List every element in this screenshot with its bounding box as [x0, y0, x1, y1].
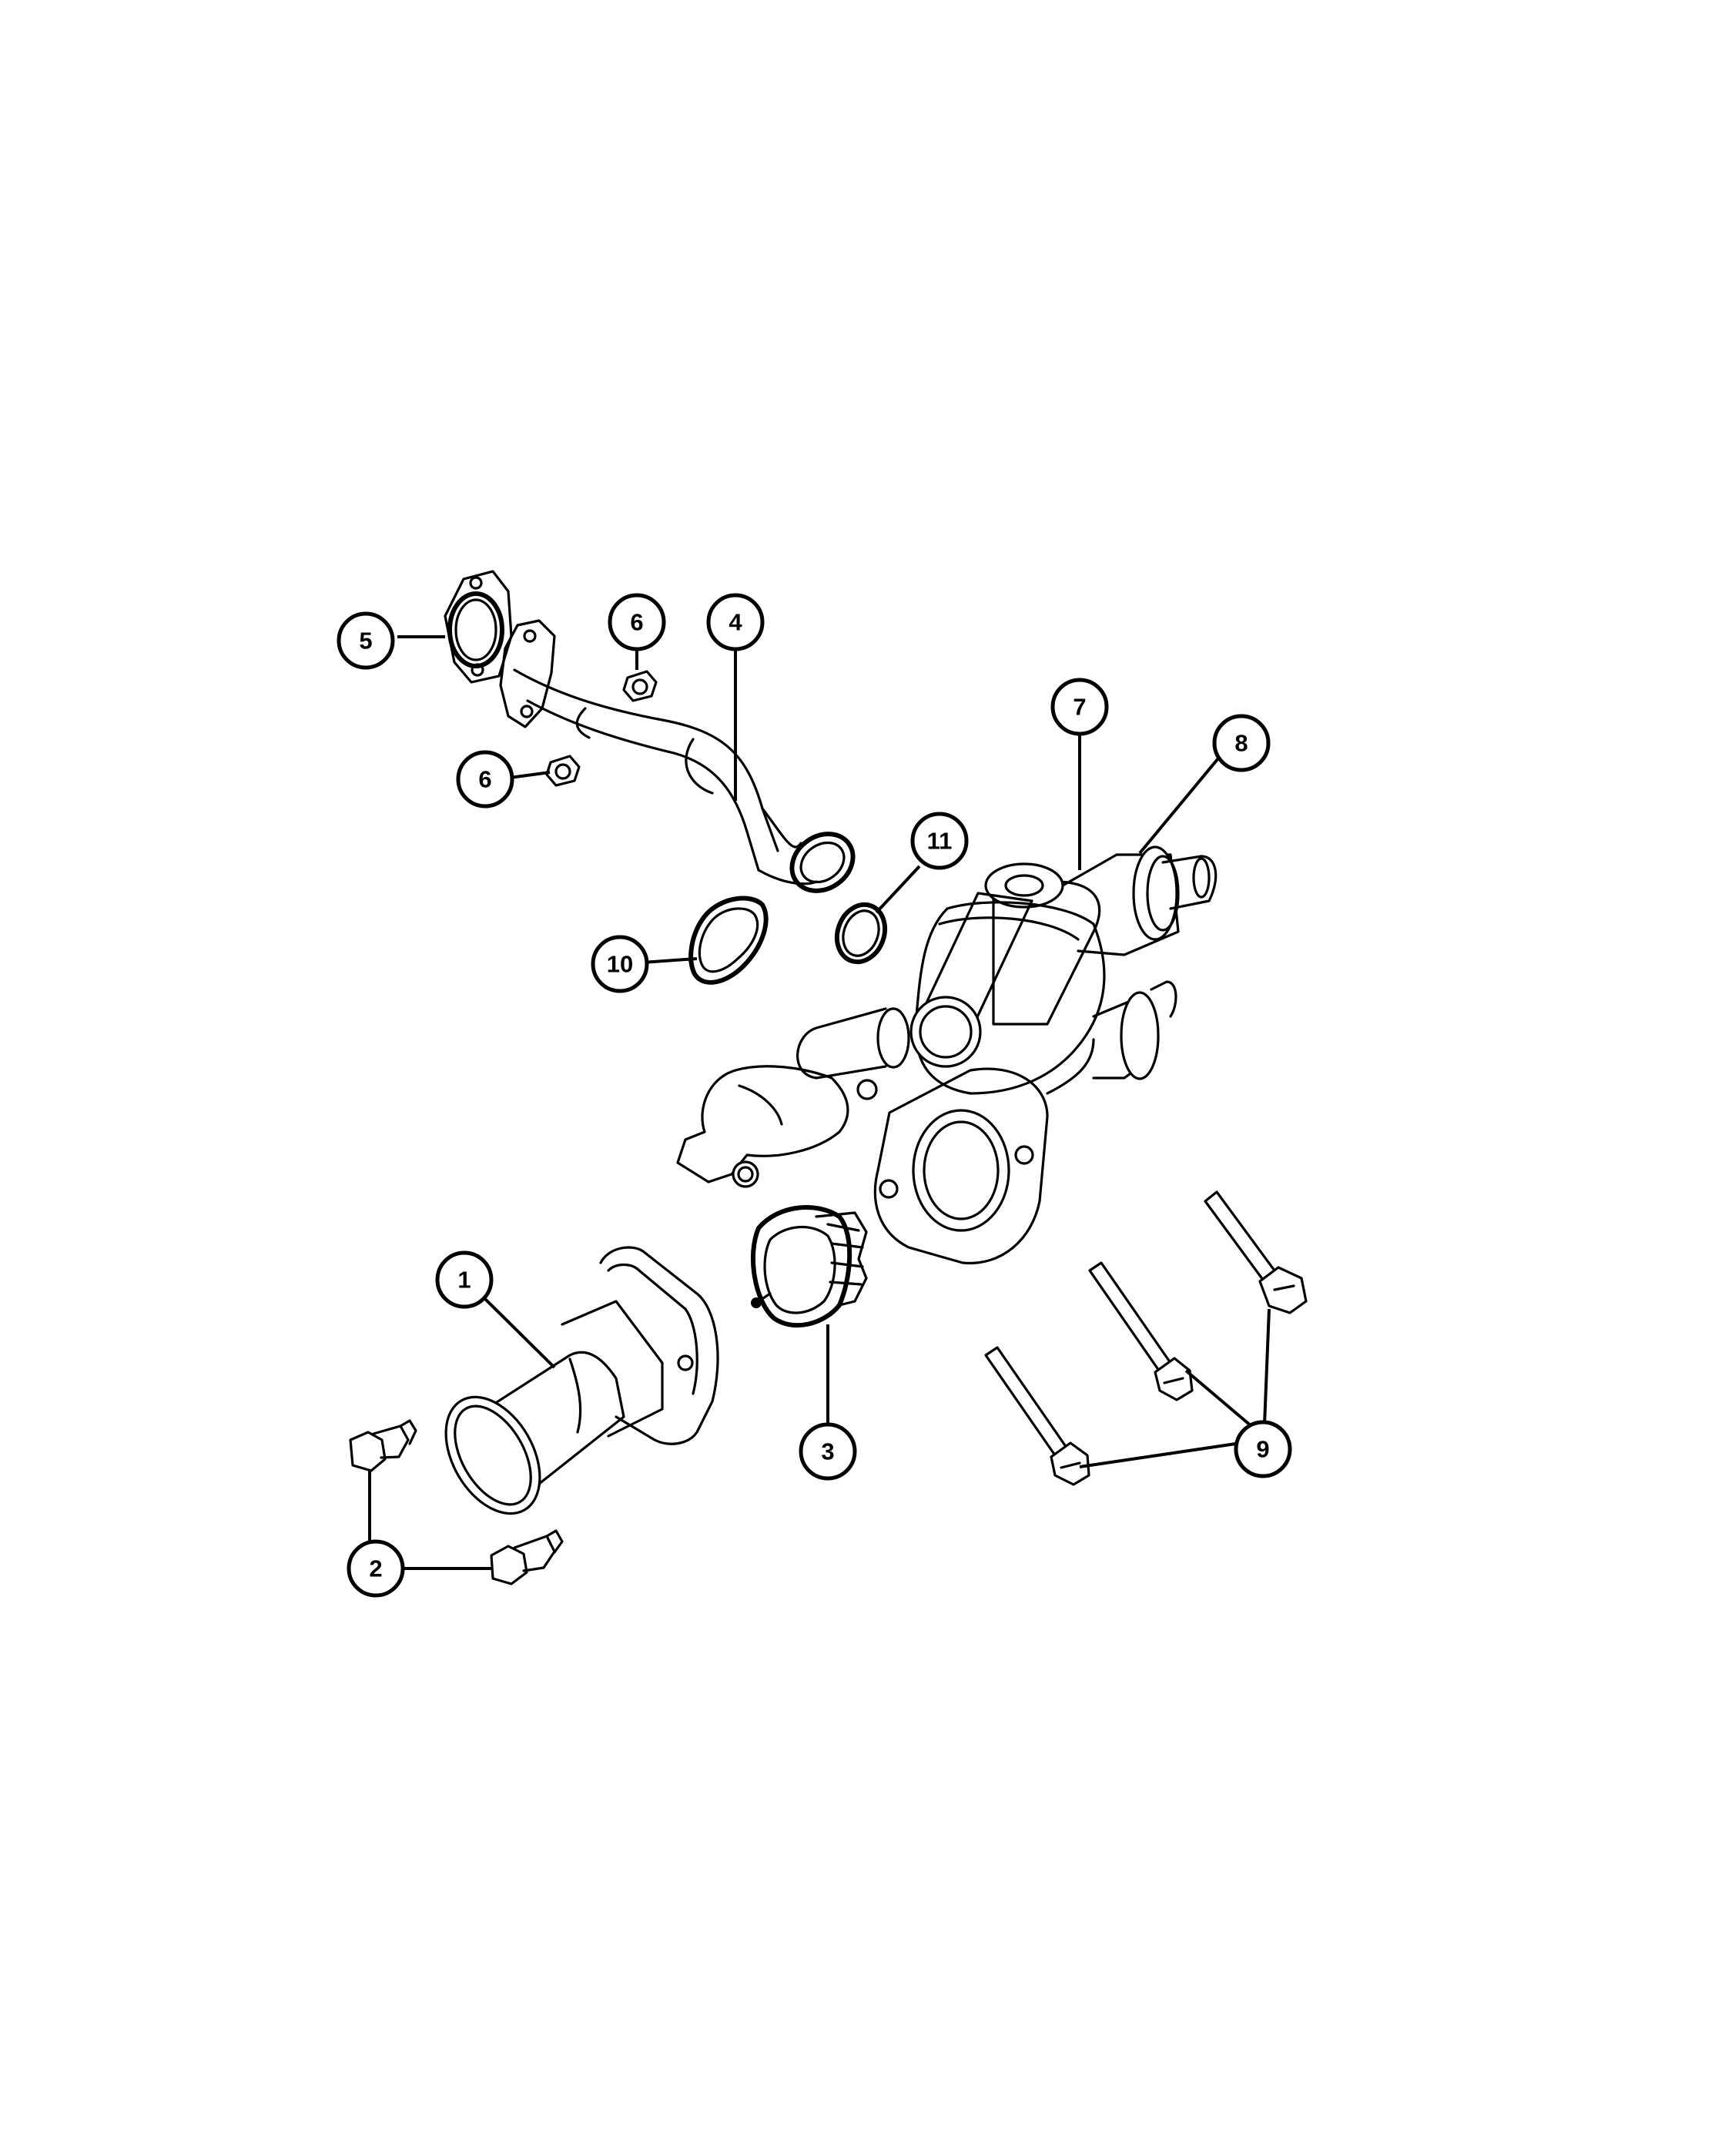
callout-6-top: 6	[608, 593, 666, 651]
callout-3-label: 3	[821, 1438, 834, 1465]
callout-9-label: 9	[1256, 1436, 1269, 1463]
callout-6-top-label: 6	[630, 609, 643, 636]
bolt-part-2-upper	[349, 1419, 417, 1472]
callout-2: 2	[347, 1539, 405, 1598]
callout-5-label: 5	[359, 628, 372, 654]
inlet-housing-part-1	[444, 1246, 719, 1515]
callout-4: 4	[706, 593, 765, 651]
callout-6-left: 6	[456, 750, 514, 808]
callout-8-label: 8	[1234, 730, 1248, 757]
seal-part-10	[688, 896, 769, 985]
callout-10: 10	[591, 935, 649, 993]
bolt-part-2-lower	[490, 1529, 564, 1585]
callout-1: 1	[435, 1250, 494, 1309]
callout-2-label: 2	[369, 1555, 382, 1582]
callout-5: 5	[337, 611, 395, 670]
bolt-part-9-b	[1088, 1261, 1194, 1401]
callout-7-label: 7	[1073, 694, 1086, 721]
callout-9: 9	[1234, 1420, 1292, 1478]
callout-11: 11	[910, 812, 969, 870]
callout-7: 7	[1050, 678, 1109, 736]
callout-6-left-label: 6	[478, 766, 491, 793]
gasket-part-5	[444, 570, 513, 684]
callout-10-label: 10	[607, 951, 633, 978]
callout-4-label: 4	[729, 609, 742, 636]
thermostat-housing	[676, 845, 1218, 1265]
bolt-part-9-c	[984, 1346, 1090, 1486]
callout-8: 8	[1212, 714, 1271, 772]
leader-lines	[368, 635, 1271, 1570]
o-ring-part-11	[834, 902, 888, 965]
nut-part-6-left	[545, 755, 581, 787]
coolant-tube-part-4	[499, 619, 856, 893]
callout-1-label: 1	[457, 1267, 471, 1294]
bolt-part-9-a	[1204, 1190, 1308, 1314]
callout-11-label: 11	[927, 828, 953, 855]
thermostat-part-3	[750, 1205, 868, 1328]
nut-part-6-top	[622, 670, 658, 702]
callout-3: 3	[799, 1422, 857, 1481]
